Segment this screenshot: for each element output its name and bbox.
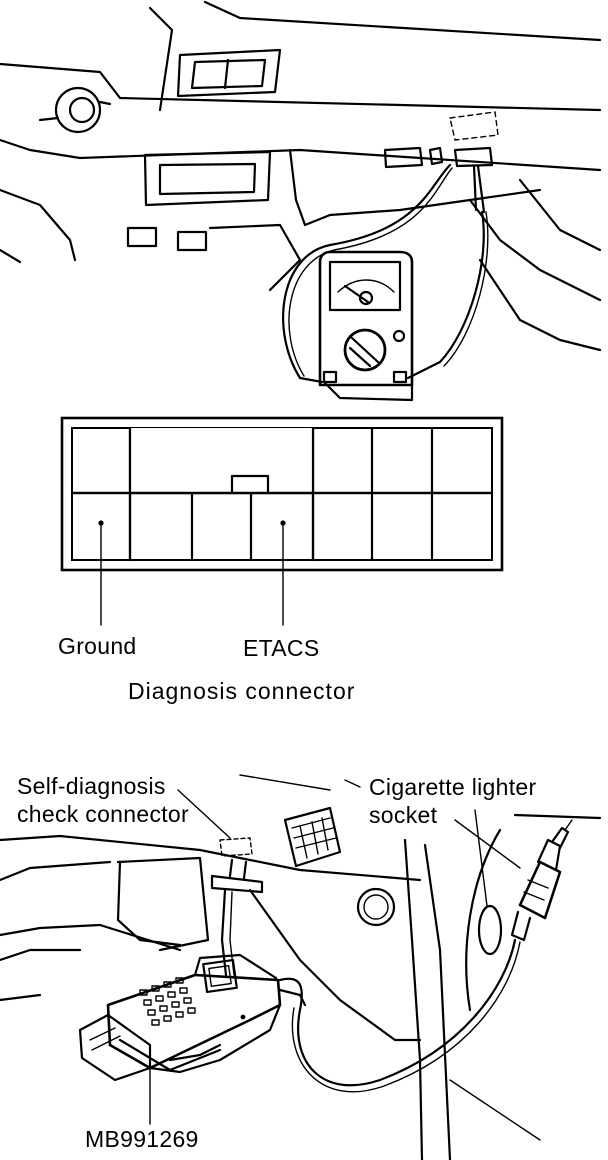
self-diagnosis-label-line1: Self-diagnosis bbox=[17, 773, 166, 799]
cigarette-lighter-label-line2: socket bbox=[369, 802, 438, 828]
cigarette-plug-icon bbox=[510, 819, 573, 942]
scan-tool-icon bbox=[78, 953, 307, 1082]
scan-tool-part-number: MB991269 bbox=[85, 1126, 199, 1152]
analog-meter-icon bbox=[318, 250, 414, 402]
diagnosis-connector-caption: Diagnosis connector bbox=[128, 678, 356, 704]
self-diagnosis-label-line2: check connector bbox=[17, 801, 189, 827]
ground-pin-label: Ground bbox=[58, 633, 137, 659]
cigarette-lighter-label-line1: Cigarette lighter bbox=[369, 774, 537, 800]
dashboard-meter-illustration bbox=[0, 0, 602, 402]
diagnosis-connector-icon bbox=[60, 416, 504, 626]
side-vent-icon bbox=[283, 806, 342, 868]
etacs-pin-label: ETACS bbox=[243, 635, 320, 661]
